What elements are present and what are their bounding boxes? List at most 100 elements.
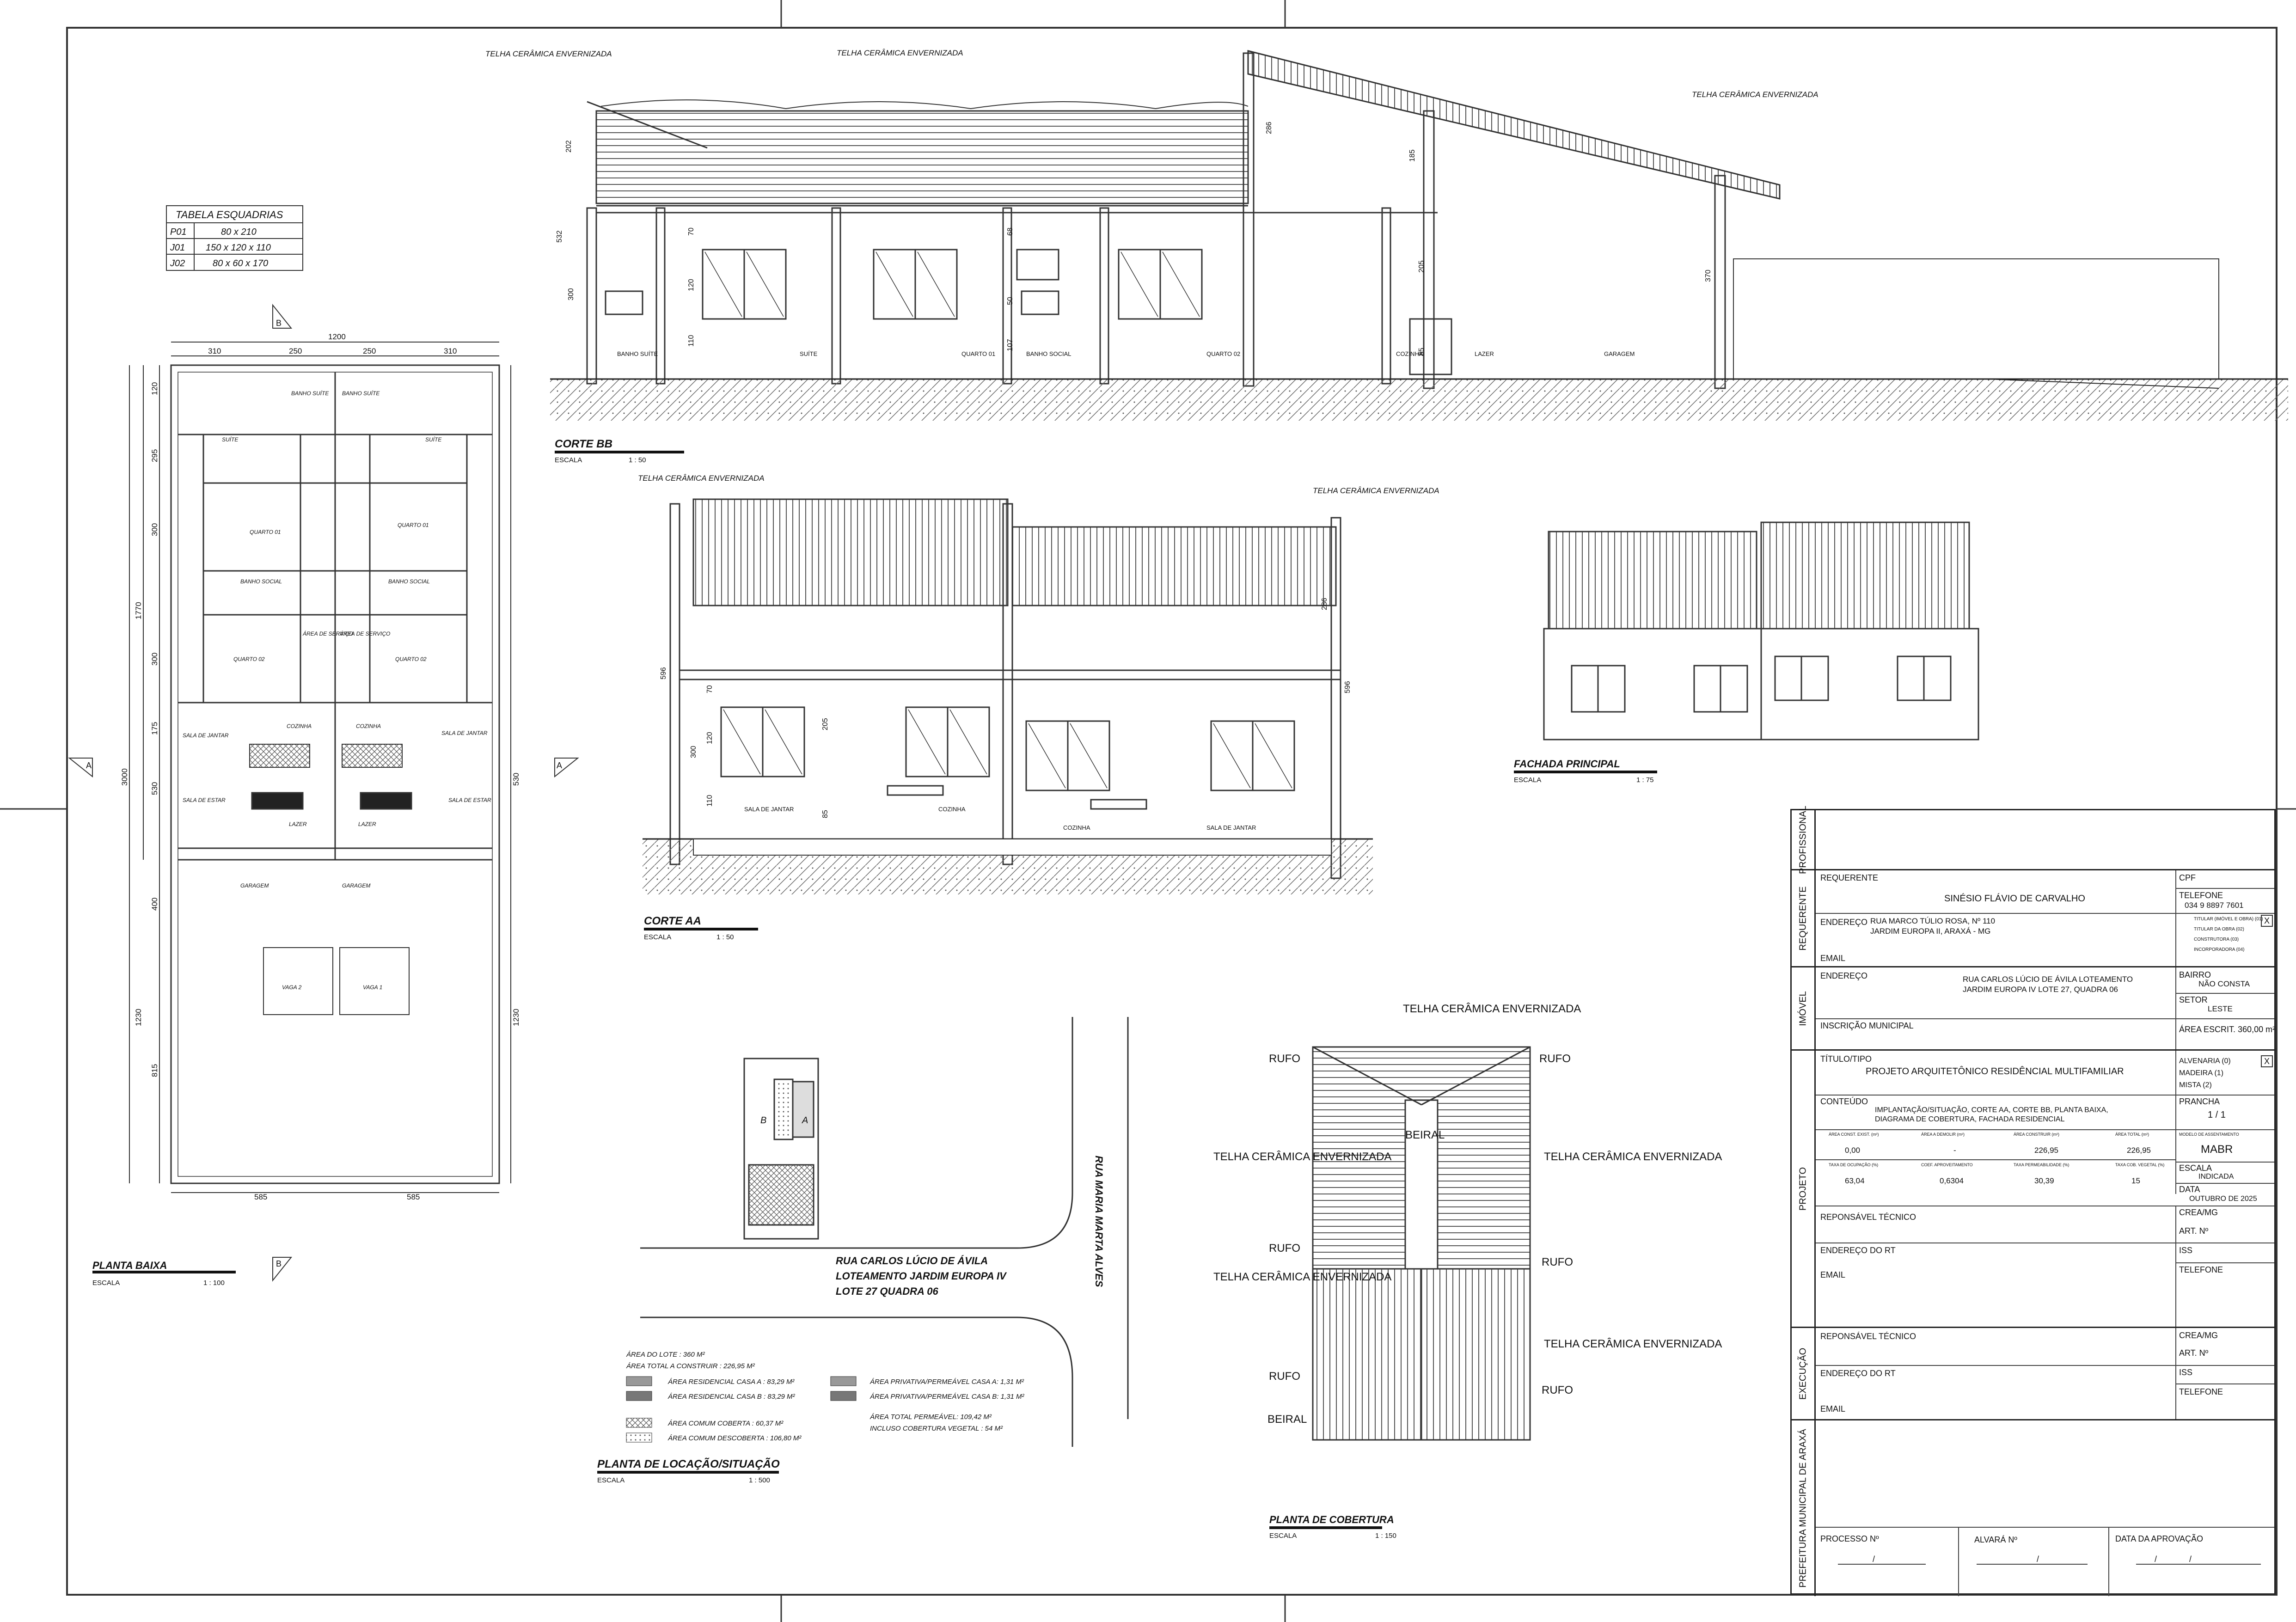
locacao-scale-label: ESCALA <box>597 1476 625 1484</box>
dim-label: 70 <box>706 685 714 693</box>
room-label: GARAGEM <box>342 882 370 889</box>
corte-bb-roof-left <box>587 99 1249 207</box>
area-text: ÁREA DO LOTE : 360 M² <box>626 1351 705 1359</box>
room-label: GARAGEM <box>1604 350 1635 357</box>
tb-label: DATA DA APROVAÇÃO <box>2115 1534 2204 1543</box>
dim-label: 250 <box>363 347 376 355</box>
tb-slash: / <box>2155 1555 2157 1564</box>
tb-label: ESCALA <box>2179 1163 2212 1173</box>
tb-label: SETOR <box>2179 995 2208 1004</box>
corte-bb: TELHA CERÂMICA ENVERNIZADA TELHA CERÂMIC… <box>485 49 2288 464</box>
dim-label: 68 <box>1006 227 1014 236</box>
corte-aa: TELHA CERÂMICA ENVERNIZADA TELHA CERÂMIC… <box>638 474 1439 941</box>
room-label: COZINHA <box>1063 824 1090 831</box>
corte-bb-walls <box>586 207 2219 385</box>
tb-prefeitura: PREFEITURA MUNICIPAL DE ARAXÁ PROCESSO N… <box>1792 1420 2274 1596</box>
dim-label: 300 <box>690 746 698 758</box>
tb-label: ART. Nº <box>2179 1348 2209 1358</box>
section-mark: A <box>86 761 92 770</box>
corte-aa-roof <box>669 498 1341 879</box>
room-label: SALA DE JANTAR <box>744 806 794 813</box>
tb-projeto: PROJETO TÍTULO/TIPO PROJETO ARQUITETÔNIC… <box>1792 1051 2274 1328</box>
tb-label: CONTEÚDO <box>1820 1097 1868 1106</box>
tb-option: ALVENARIA (0) <box>2179 1057 2231 1065</box>
corte-aa-scale: 1 : 50 <box>716 933 734 941</box>
tb-area-header: ÁREA TOTAL (m²) <box>2115 1132 2149 1137</box>
tb-titular-check[interactable]: X <box>2261 915 2273 927</box>
planta-baixa-scale-label: ESCALA <box>92 1279 120 1287</box>
dim-label: 85 <box>821 810 829 818</box>
tb-endereco: RUA MARCO TÚLIO ROSA, Nº 110 <box>1870 917 1996 925</box>
cobertura-scale: 1 : 150 <box>1375 1532 1396 1540</box>
tb-label: ISS <box>2179 1246 2193 1255</box>
dim-label: 85 <box>1418 348 1426 356</box>
roof-label: RUFO <box>1542 1256 1573 1268</box>
dim-label: 295 <box>150 449 159 462</box>
corte-bb-roof-right <box>1243 50 1781 389</box>
dim-label: 300 <box>150 523 159 536</box>
fachada-title: FACHADA PRINCIPAL <box>1514 758 1620 770</box>
tb-label: REQUERENTE <box>1820 873 1879 882</box>
tb-escala: INDICADA <box>2198 1173 2234 1181</box>
tb-conteudo: IMPLANTAÇÃO/SITUAÇÃO, CORTE AA, CORTE BB… <box>1875 1106 2108 1114</box>
room-label: QUARTO 01 <box>398 522 429 528</box>
locacao-title: PLANTA DE LOCAÇÃO/SITUAÇÃO <box>597 1457 780 1470</box>
room-label: SUÍTE <box>425 436 442 443</box>
dim-label: 530 <box>150 782 159 795</box>
dim-label: 120 <box>150 382 159 395</box>
dim-label: 530 <box>512 773 520 786</box>
tb-area-header: ÁREA CONST. EXIST. (m²) <box>1829 1132 1879 1137</box>
dim-label: 310 <box>208 347 221 355</box>
dim-label: 205 <box>821 718 829 730</box>
street-name: RUA MARIA MARTA ALVES <box>1093 1156 1105 1287</box>
tb-option: INCORPORADORA (04) <box>2194 947 2245 952</box>
dim-label: 107 <box>1006 339 1014 351</box>
corte-bb-ground <box>550 378 2288 421</box>
tb-option: TITULAR DA OBRA (02) <box>2194 927 2244 932</box>
lot-label: A <box>802 1115 808 1126</box>
corte-bb-title: CORTE BB <box>555 438 612 450</box>
tb-option: TITULAR (IMÓVEL E OBRA) (01) <box>2194 917 2263 922</box>
street-name: RUA CARLOS LÚCIO DE ÁVILA <box>836 1255 988 1267</box>
tb-side-label: PREFEITURA MUNICIPAL DE ARAXÁ <box>1798 1429 1808 1588</box>
tb-label: TELEFONE <box>2179 891 2223 900</box>
tb-side-label: EXECUÇÃO <box>1798 1347 1808 1400</box>
tb-label: ISS <box>2179 1368 2193 1377</box>
dim-label: 3000 <box>120 768 129 786</box>
room-label: QUARTO 02 <box>233 656 265 662</box>
room-label: COZINHA <box>1396 350 1423 357</box>
tb-label: PROCESSO Nº <box>1820 1534 1879 1543</box>
planta-baixa-scale: 1 : 100 <box>203 1279 225 1287</box>
roof-label: RUFO <box>1539 1053 1571 1065</box>
tb-taxa-header: TAXA COB. VEGETAL (%) <box>2115 1163 2165 1167</box>
room-label: BANHO SUÍTE <box>291 390 329 397</box>
room-label: LAZER <box>289 821 307 827</box>
fachada-principal: FACHADA PRINCIPAL ESCALA 1 : 75 <box>1514 521 1979 784</box>
tb-label: ENDEREÇO DO RT <box>1820 1369 1896 1378</box>
tb-taxa-value: 0,6304 <box>1940 1176 1964 1185</box>
dim-label: 110 <box>706 795 714 807</box>
dim-label: 175 <box>150 722 159 735</box>
legend-text: INCLUSO COBERTURA VEGETAL : 54 M² <box>870 1425 1003 1432</box>
corte-aa-note-2: TELHA CERÂMICA ENVERNIZADA <box>1313 486 1439 495</box>
room-label: ÁREA DE SERVIÇO <box>339 630 390 637</box>
tb-side-label: IMÓVEL <box>1798 991 1808 1026</box>
room-label: COZINHA <box>938 806 966 813</box>
tb-taxa-value: 63,04 <box>1845 1176 1865 1185</box>
room-label: ÁREA DE SERVIÇO <box>302 630 353 637</box>
tb-label: ALVARÁ Nº <box>1974 1535 2017 1544</box>
room-label: VAGA 1 <box>363 984 382 991</box>
dim-label: 50 <box>1006 297 1014 305</box>
tb-label: TELEFONE <box>2179 1387 2223 1396</box>
tb-label: CPF <box>2179 873 2196 882</box>
corte-aa-note-1: TELHA CERÂMICA ENVERNIZADA <box>638 474 765 483</box>
fachada-scale-label: ESCALA <box>1514 776 1541 784</box>
legend-text: ÁREA RESIDENCIAL CASA B : 83,29 M² <box>667 1393 796 1401</box>
tb-material-check[interactable]: X <box>2261 1055 2273 1067</box>
tb-telefone: 034 9 8897 7601 <box>2185 901 2244 910</box>
roof-label: RUFO <box>1542 1384 1573 1396</box>
tb-side-label: PROJETO <box>1798 1167 1808 1211</box>
dim-label: 286 <box>1321 598 1329 610</box>
corte-bb-dims: 202 532 300 70 120 110 68 50 107 286 185… <box>556 122 1712 356</box>
roof-label: TELHA CERÂMICA ENVERNIZADA <box>1213 1271 1391 1283</box>
